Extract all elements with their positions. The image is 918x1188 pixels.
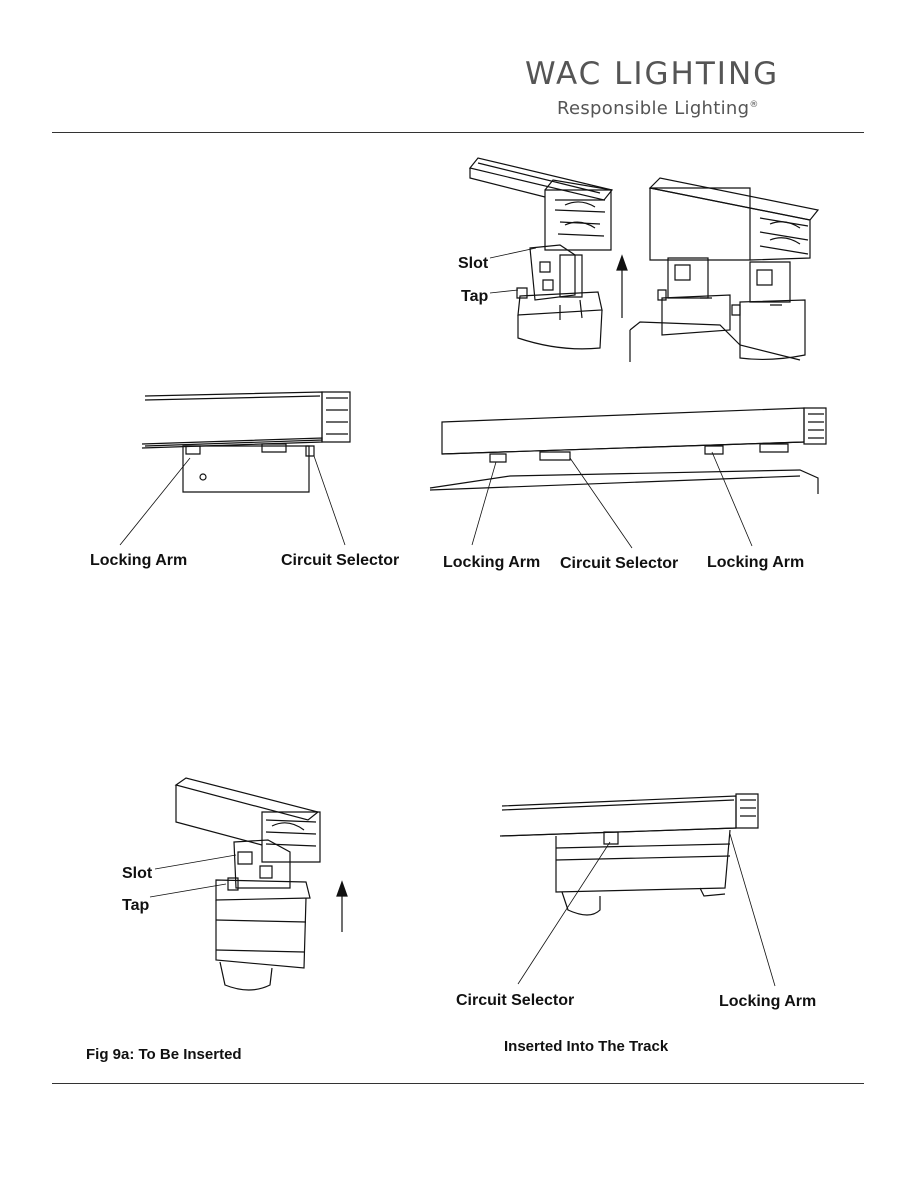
circuit-selector-label-bottom: Circuit Selector [456, 992, 575, 1009]
insert-arrow-bottom [337, 882, 347, 932]
footer-divider [52, 1083, 864, 1084]
slot-label-top: Slot [458, 255, 489, 272]
bottom-left-drawing [150, 778, 320, 990]
bottom-right-drawing [500, 794, 775, 986]
circuit-selector-label-mid-right: Circuit Selector [560, 555, 679, 572]
locking-arm-label-bottom: Locking Arm [719, 993, 817, 1010]
slot-label-bottom: Slot [122, 865, 153, 882]
inserted-caption: Inserted Into The Track [504, 1038, 669, 1055]
top-right-adapters-drawing [630, 178, 818, 362]
locking-arm-label-mid-left: Locking Arm [90, 552, 188, 569]
tap-label-top: Tap [461, 288, 489, 305]
top-left-adapter-drawing [470, 158, 612, 349]
header-divider [52, 132, 864, 133]
locking-arm-label-mid-right-2: Locking Arm [707, 554, 805, 571]
figure-9a-caption: Fig 9a: To Be Inserted [86, 1046, 242, 1063]
insert-arrow-top [617, 256, 627, 318]
registered-mark: ® [749, 100, 759, 110]
circuit-selector-label-mid-left: Circuit Selector [281, 552, 400, 569]
tap-label-bottom: Tap [122, 897, 150, 914]
middle-left-drawing [120, 392, 350, 545]
brand-tagline: Responsible Lighting® [557, 98, 759, 119]
brand-logo: WAC LIGHTING [525, 56, 780, 92]
middle-right-drawing [430, 408, 826, 548]
locking-arm-label-mid-right-1: Locking Arm [443, 554, 541, 571]
